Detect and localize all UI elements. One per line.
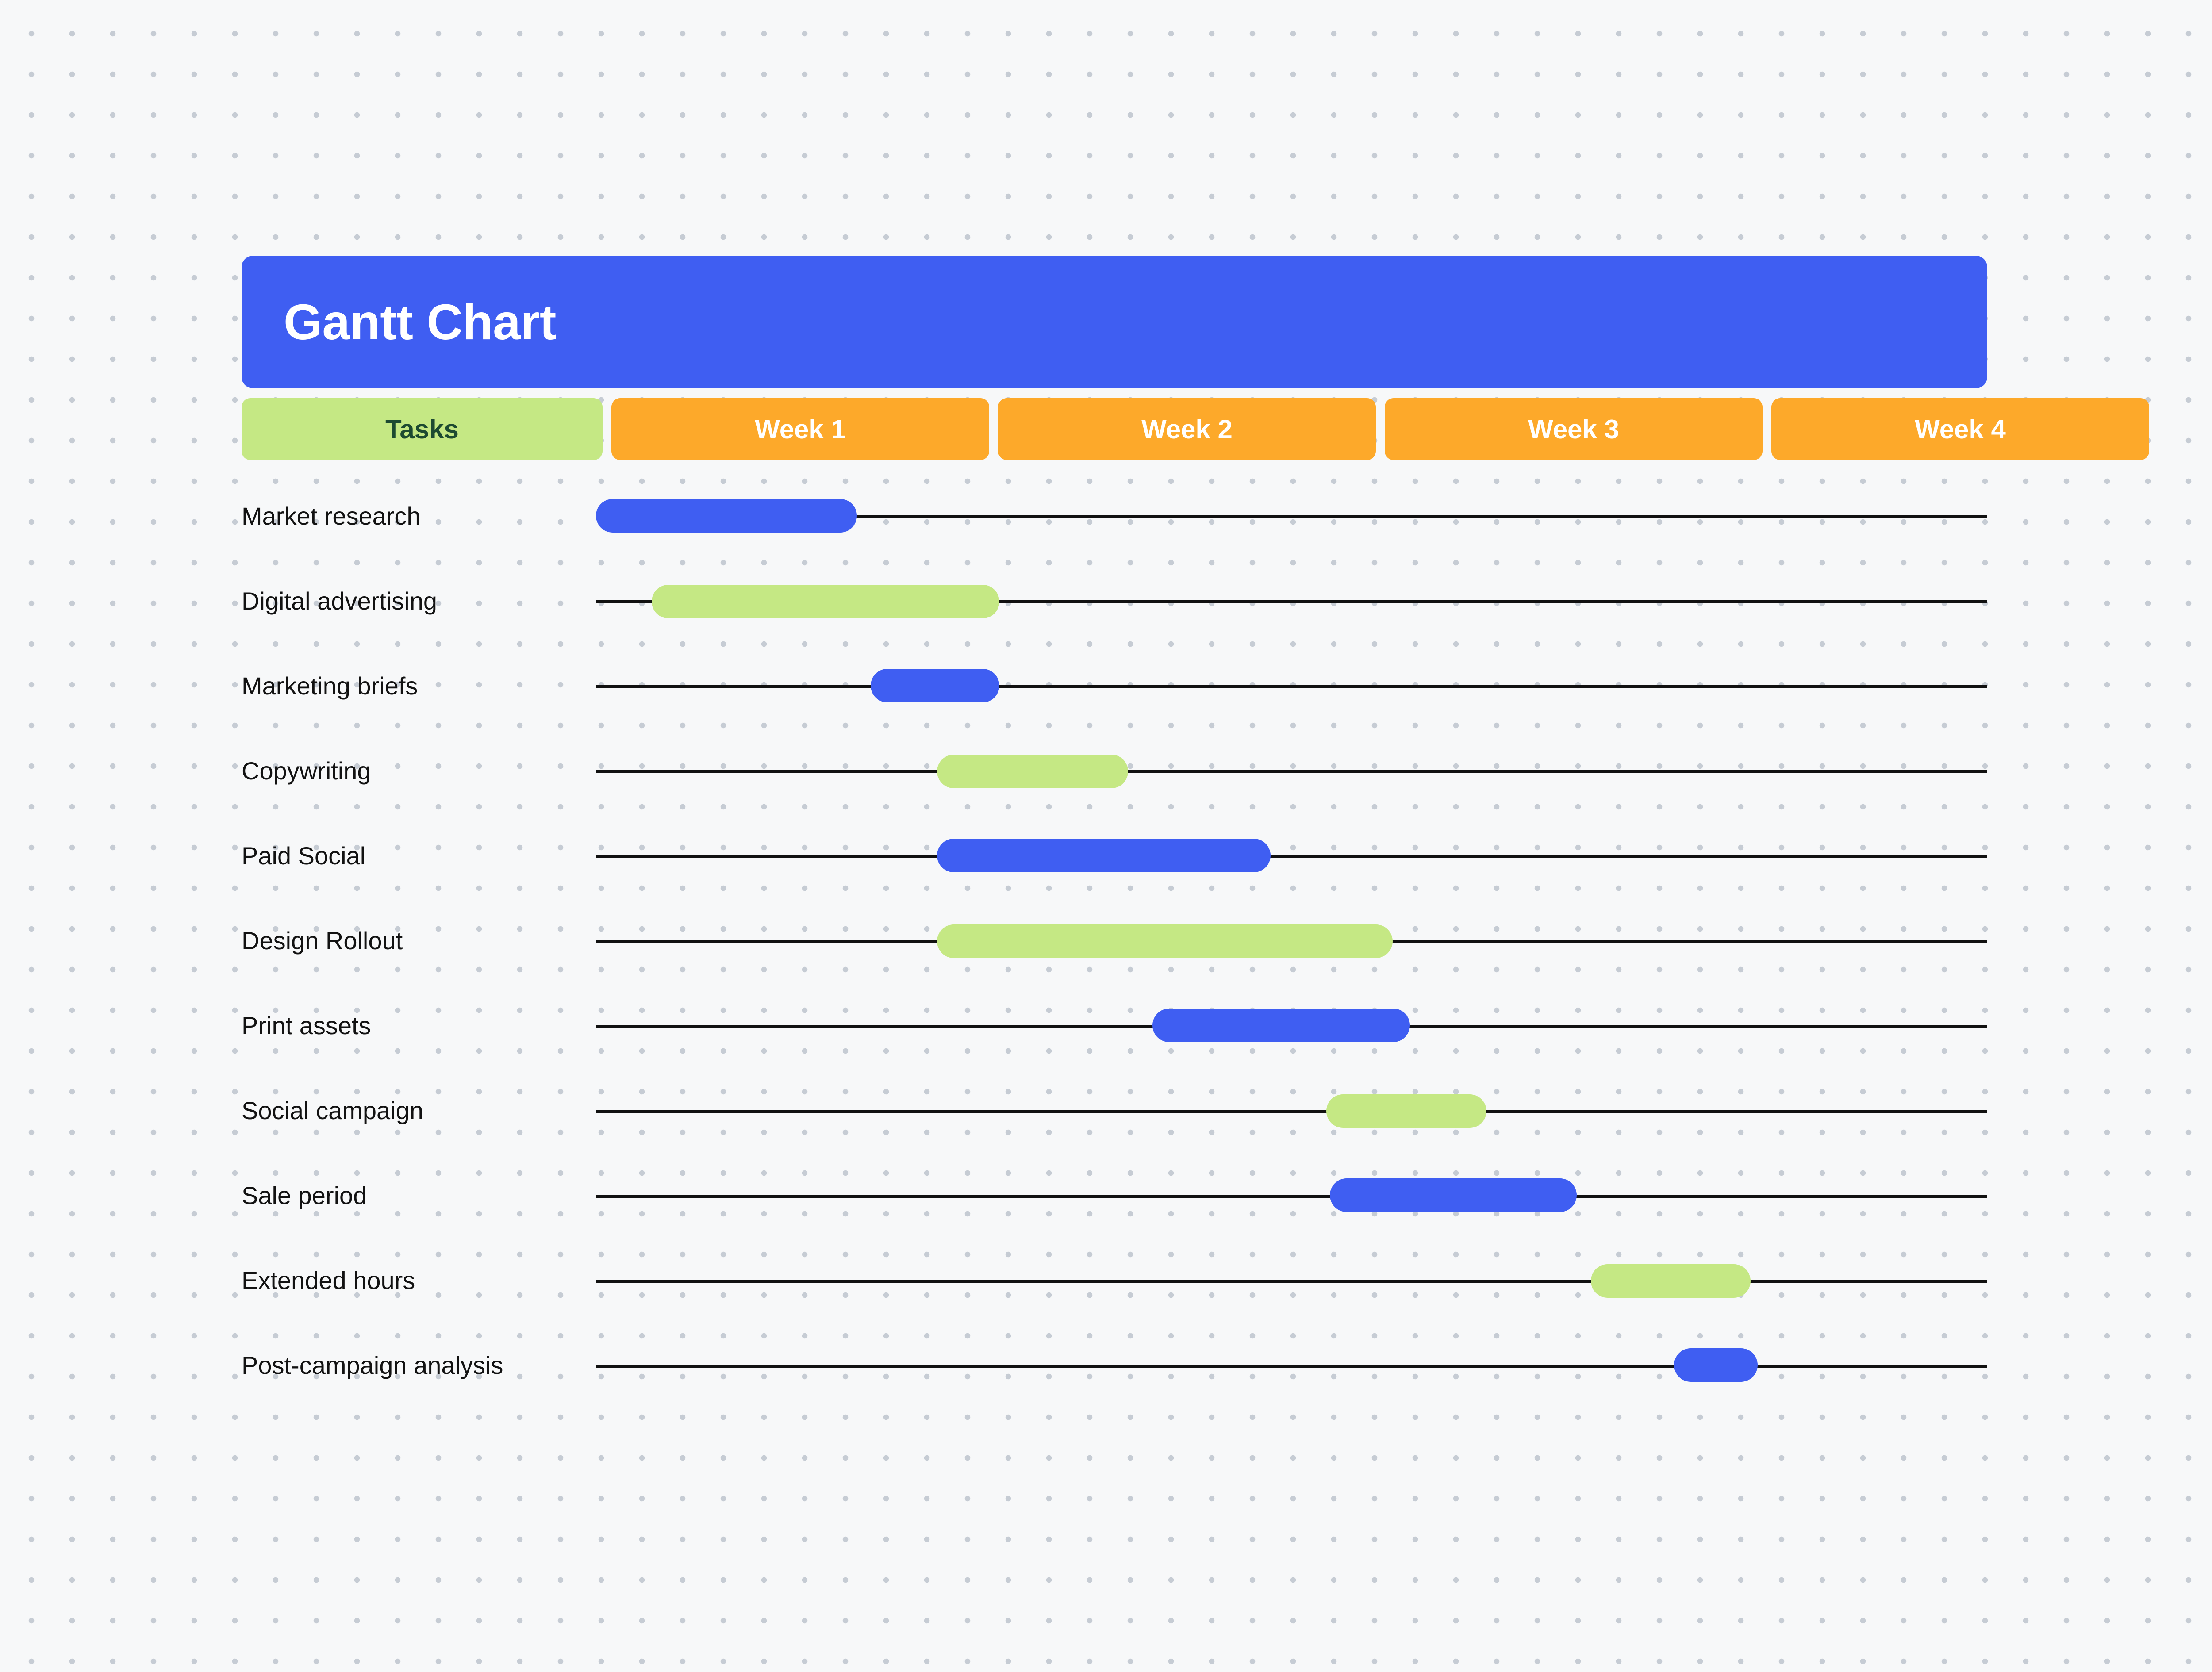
header-cell-week-1[interactable]: Week 1 <box>611 398 989 460</box>
page-title: Gantt Chart <box>284 294 557 350</box>
task-row[interactable]: Sale period <box>242 1153 1987 1238</box>
task-bar[interactable] <box>651 585 1000 618</box>
header-cell-week-2[interactable]: Week 2 <box>998 398 1376 460</box>
task-row-label: Extended hours <box>242 1266 415 1294</box>
task-bar[interactable] <box>1590 1264 1751 1298</box>
task-row[interactable]: Copywriting <box>242 728 1987 813</box>
header-cell-week-4[interactable]: Week 4 <box>1771 398 2149 460</box>
task-row-baseline <box>596 600 1987 603</box>
title-banner: Gantt Chart <box>242 256 1987 388</box>
task-row-label: Post-campaign analysis <box>242 1351 503 1379</box>
header-cell-week-label: Week 2 <box>1141 414 1233 444</box>
task-row-label: Marketing briefs <box>242 671 418 700</box>
task-row-label: Copywriting <box>242 756 371 785</box>
task-row[interactable]: Marketing briefs <box>242 643 1987 728</box>
task-bar[interactable] <box>937 839 1271 872</box>
task-bar[interactable] <box>937 924 1393 958</box>
task-row-baseline <box>596 770 1987 773</box>
task-row-label: Market research <box>242 502 421 530</box>
task-bar[interactable] <box>1674 1348 1758 1382</box>
task-bar[interactable] <box>1329 1178 1577 1212</box>
header-cell-tasks[interactable]: Tasks <box>242 398 603 460</box>
header-cell-week-3[interactable]: Week 3 <box>1385 398 1763 460</box>
task-row-label: Print assets <box>242 1011 371 1039</box>
task-bar[interactable] <box>937 755 1128 788</box>
task-row[interactable]: Post-campaign analysis <box>242 1323 1987 1407</box>
task-row[interactable]: Print assets <box>242 983 1987 1068</box>
header-cell-week-label: Week 4 <box>1915 414 2006 444</box>
task-row-label: Design Rollout <box>242 926 403 955</box>
task-row-baseline <box>596 855 1987 858</box>
task-row-label: Digital advertising <box>242 587 437 615</box>
task-row-baseline <box>596 1365 1987 1368</box>
task-row[interactable]: Paid Social <box>242 813 1987 898</box>
task-row[interactable]: Digital advertising <box>242 558 1987 643</box>
header-cell-tasks-label: Tasks <box>385 414 459 444</box>
task-bar[interactable] <box>596 499 857 533</box>
task-row-label: Sale period <box>242 1181 367 1209</box>
task-row-baseline <box>596 515 1987 518</box>
task-bar[interactable] <box>1152 1009 1410 1042</box>
task-row-baseline <box>596 1195 1987 1198</box>
task-row[interactable]: Extended hours <box>242 1238 1987 1323</box>
task-row-label: Social campaign <box>242 1096 423 1124</box>
task-bar[interactable] <box>1326 1094 1486 1128</box>
gantt-chart-container: Gantt Chart Tasks Week 1 Week 2 Week 3 Week … <box>242 256 2149 1420</box>
task-row[interactable]: Market research <box>242 473 1987 558</box>
task-row-label: Paid Social <box>242 841 366 870</box>
header-cell-week-label: Week 3 <box>1528 414 1619 444</box>
task-bar[interactable] <box>871 669 1000 702</box>
task-row-baseline <box>596 685 1987 688</box>
task-row[interactable]: Design Rollout <box>242 898 1987 983</box>
header-cell-week-label: Week 1 <box>755 414 846 444</box>
column-header-row: Tasks Week 1 Week 2 Week 3 Week 4 <box>242 398 2149 460</box>
task-row-baseline <box>596 1280 1987 1283</box>
task-row-baseline <box>596 1110 1987 1113</box>
task-row[interactable]: Social campaign <box>242 1068 1987 1153</box>
